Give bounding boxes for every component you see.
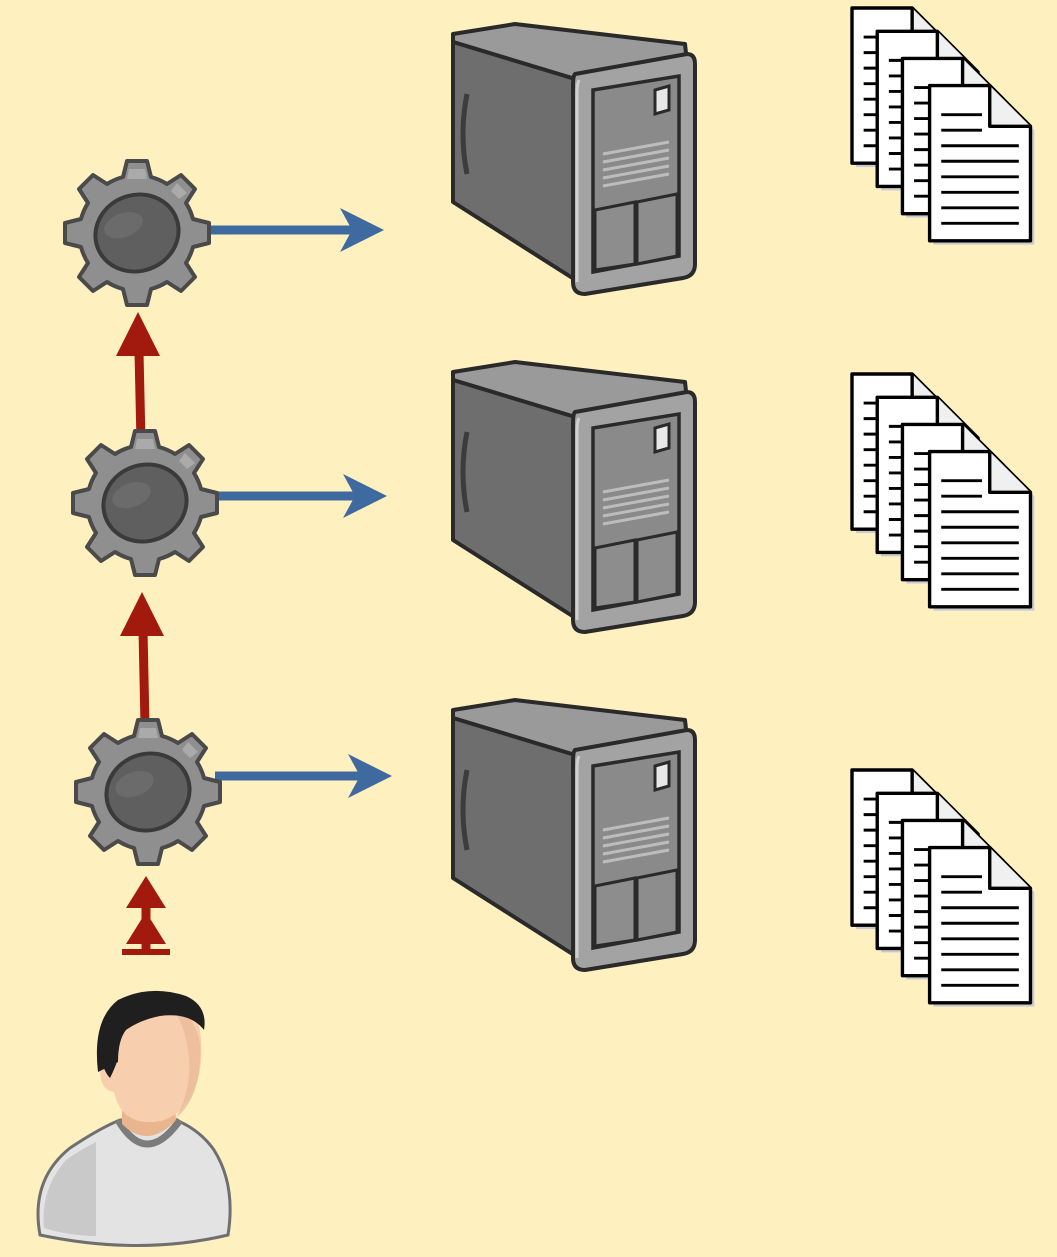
request-arrow — [205, 208, 384, 252]
gear-icon — [63, 159, 211, 307]
gear-icon — [71, 429, 219, 577]
forward-arrow — [122, 876, 170, 955]
request-arrow — [210, 474, 387, 518]
server-icon — [453, 362, 695, 632]
server-icon — [453, 700, 695, 970]
forward-arrow — [120, 592, 164, 726]
gear-icon — [74, 718, 222, 866]
documents-icon — [852, 8, 1034, 245]
forward-arrow — [116, 312, 160, 443]
request-arrow — [215, 754, 392, 798]
user-icon — [36, 990, 232, 1247]
documents-icon — [852, 770, 1034, 1007]
server-icon — [453, 24, 695, 294]
documents-icon — [852, 374, 1034, 611]
